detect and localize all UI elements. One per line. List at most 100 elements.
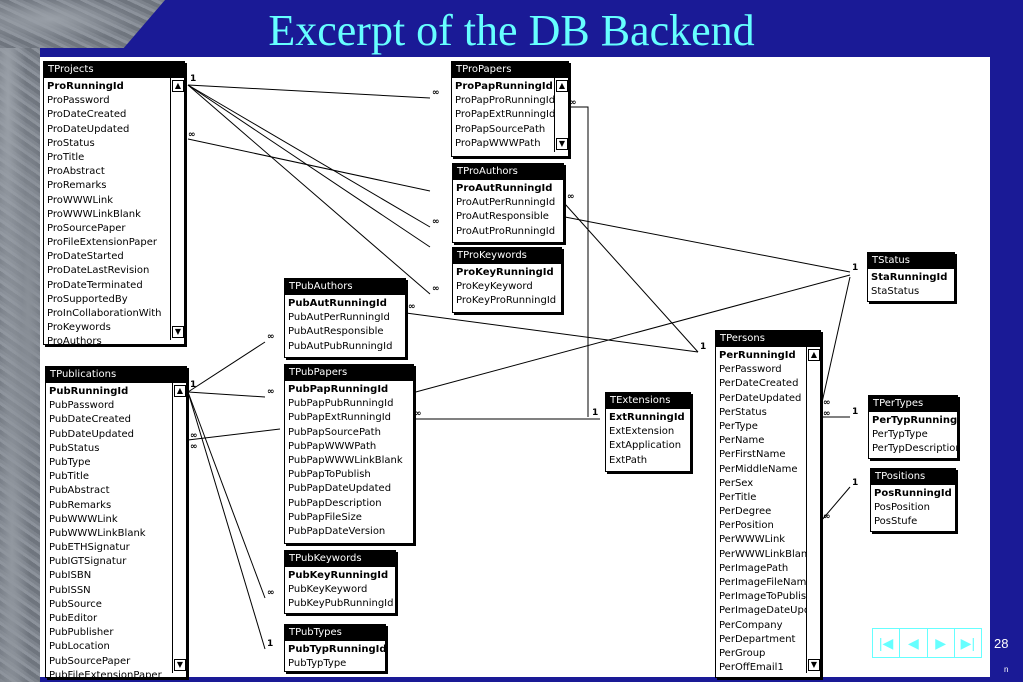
field-row: PerImageFileName <box>719 577 813 588</box>
field-row: PerCompany <box>719 619 783 631</box>
field-row: ProDateStarted <box>47 251 124 263</box>
relationship-line <box>405 312 699 353</box>
field-row: PerPassword <box>719 364 782 376</box>
cardinality-label: ∞ <box>823 398 831 408</box>
scroll-up-icon[interactable]: ▲ <box>808 349 820 361</box>
field-row: PubAutPubRunningId <box>288 340 393 352</box>
scroll-down-icon[interactable]: ▼ <box>808 659 820 671</box>
field-row: PerName <box>719 435 765 447</box>
scrollbar[interactable]: ▲▼ <box>554 78 568 152</box>
field-row: PubStatus <box>49 442 100 454</box>
slide-navigation: |◀ ◀ ▶ ▶| <box>872 628 982 658</box>
relationship-line <box>820 276 851 408</box>
cardinality-label: ∞ <box>432 284 440 294</box>
table-title: TProAuthors <box>453 164 563 180</box>
relationship-line <box>187 391 266 650</box>
scroll-up-icon[interactable]: ▲ <box>172 80 184 92</box>
field-row: PubPapSourcePath <box>288 426 381 438</box>
field-row: ProTitle <box>47 151 85 163</box>
footer-mark: n <box>1004 665 1009 674</box>
last-slide-icon[interactable]: ▶| <box>960 635 976 651</box>
cardinality-label: 1 <box>700 342 706 352</box>
scroll-down-icon[interactable]: ▼ <box>174 659 186 671</box>
field-row: PubPassword <box>49 400 115 412</box>
scroll-down-icon[interactable]: ▼ <box>172 326 184 338</box>
relationship-line <box>187 84 431 295</box>
cardinality-label: ∞ <box>188 130 196 140</box>
prev-slide-icon[interactable]: ◀ <box>900 629 928 657</box>
field-row: PubRemarks <box>49 499 112 511</box>
field-row: PubPapWWWPath <box>288 440 377 452</box>
field-row: PubTitle <box>49 471 89 483</box>
field-row: PosStufe <box>874 516 918 528</box>
scrollbar[interactable]: ▲▼ <box>806 347 820 673</box>
cardinality-label: ∞ <box>414 409 422 419</box>
table-title: TPositions <box>871 469 955 485</box>
primary-key-field: PubPapRunningId <box>288 384 389 395</box>
scroll-up-icon[interactable]: ▲ <box>174 385 186 397</box>
relationship-line <box>187 138 431 192</box>
field-row: PerImageDateUpdated <box>719 605 820 617</box>
cardinality-label: ∞ <box>823 512 831 522</box>
marble-left-border <box>0 0 40 682</box>
scroll-down-icon[interactable]: ▼ <box>556 138 568 150</box>
table-title: TExtensions <box>606 393 690 409</box>
field-row: PubEditor <box>49 613 98 624</box>
page-number: 28 <box>994 636 1009 651</box>
scroll-up-icon[interactable]: ▲ <box>556 80 568 92</box>
next-slide-icon[interactable]: ▶ <box>928 629 955 657</box>
field-row: PerDepartment <box>719 633 796 645</box>
primary-key-field: ExtRunningId <box>609 412 685 423</box>
cardinality-label: ∞ <box>267 588 275 598</box>
field-row: ProKeyProRunningId <box>456 295 557 307</box>
field-row: ExtApplication <box>609 440 682 452</box>
field-row: PubWWWLink <box>49 513 118 525</box>
field-row: PubPapDateVersion <box>288 525 386 537</box>
table-title: TPersons <box>716 331 820 347</box>
field-row: ProAutPerRunningId <box>456 197 556 209</box>
field-row: ProPapSourcePath <box>455 123 546 135</box>
cardinality-label: 1 <box>190 380 196 390</box>
field-row: PubSourcePaper <box>49 655 131 667</box>
field-row: PerOffEmail1 <box>719 662 784 674</box>
primary-key-field: PubAutRunningId <box>288 298 387 309</box>
field-row: PubPublisher <box>49 627 114 639</box>
field-row: ProInCollaborationWith <box>47 308 162 319</box>
scrollbar[interactable]: ▲▼ <box>172 383 186 673</box>
first-slide-icon[interactable]: |◀ <box>873 629 901 657</box>
field-row: PubLocation <box>49 641 110 653</box>
field-row: PerWWWLink <box>719 534 786 546</box>
field-row: PubETHSignatur <box>49 542 130 554</box>
table-title: TPubAuthors <box>285 279 405 295</box>
field-row: ProDateTerminated <box>47 279 143 291</box>
relationship-line <box>187 84 431 99</box>
field-row: ProFileExtensionPaper <box>47 237 158 249</box>
relationship-line <box>564 203 699 353</box>
cardinality-label: ∞ <box>567 192 575 202</box>
field-row: StaStatus <box>871 286 920 298</box>
field-row: PerImageToPublish <box>719 591 813 603</box>
relationship-line <box>564 216 851 273</box>
table-tpertypes[interactable]: TPerTypesPerTypRunningIdPerTypTypePerTyp… <box>868 395 958 459</box>
scrollbar[interactable]: ▲▼ <box>170 78 184 340</box>
field-row: ProStatus <box>47 137 95 149</box>
cardinality-label: ∞ <box>267 387 275 397</box>
